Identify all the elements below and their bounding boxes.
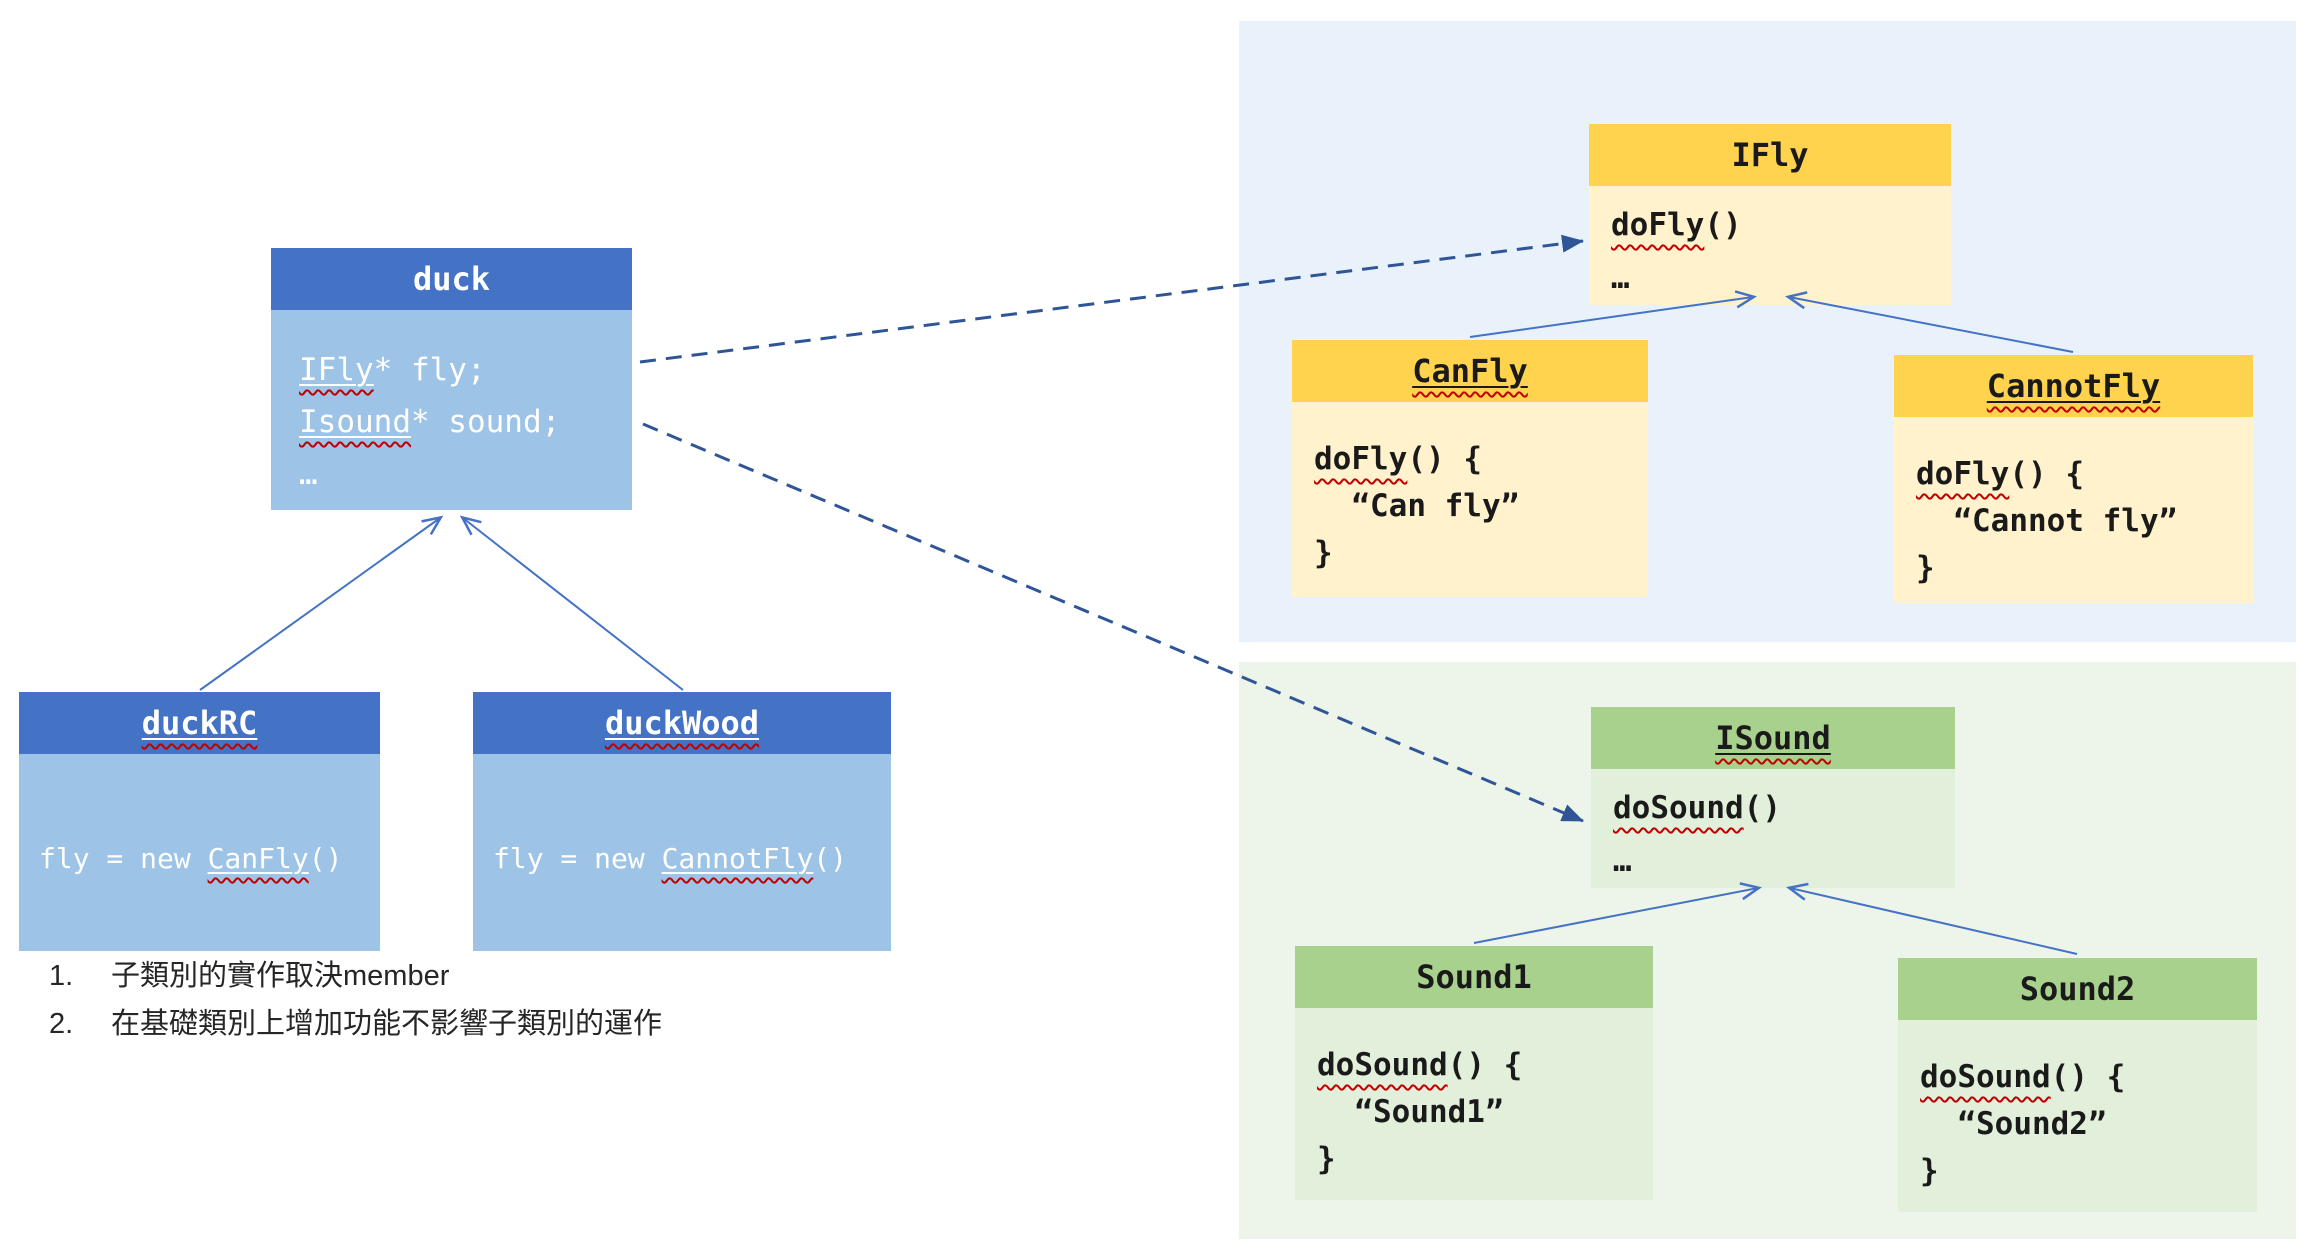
class-box-isound: ISound doSound() … <box>1591 707 1955 888</box>
code-line: “Can fly” <box>1314 488 1520 524</box>
code-line: doSound() { <box>1920 1059 2126 1095</box>
class-body-duckrc: fly = new CanFly() <box>19 754 380 951</box>
type-ref: CanFly <box>207 842 309 875</box>
class-title-sound1: Sound1 <box>1416 958 1532 996</box>
class-header-canfly: CanFly <box>1292 340 1648 402</box>
class-header-cannotfly: CannotFly <box>1894 355 2253 417</box>
class-header-ifly: IFly <box>1589 124 1951 186</box>
class-body-cannotfly: doFly() { “Cannot fly” } <box>1894 417 2253 603</box>
class-body-isound: doSound() … <box>1591 769 1955 888</box>
inheritance-arrow-duckrc-to-duck <box>199 518 440 691</box>
class-box-sound2: Sound2 doSound() { “Sound2” } <box>1898 958 2257 1212</box>
class-box-cannotfly: CannotFly doFly() { “Cannot fly” } <box>1894 355 2253 603</box>
code-line: “Sound2” <box>1920 1106 2107 1142</box>
code-line: doFly() <box>1611 207 1742 243</box>
class-box-duckwood: duckWood fly = new CannotFly() <box>473 692 891 951</box>
code-line: … <box>1613 843 1632 879</box>
code-line: “Sound1” <box>1317 1094 1504 1130</box>
note-text: 子類別的實作取決member <box>111 960 450 992</box>
class-title-isound: ISound <box>1715 719 1831 757</box>
class-body-canfly: doFly() { “Can fly” } <box>1292 402 1648 597</box>
inheritance-arrow-duckwood-to-duck <box>463 518 684 691</box>
class-box-duck: duck IFly* fly; Isound* sound; … <box>271 248 632 510</box>
code-line: … <box>299 456 318 492</box>
code-line: } <box>1920 1153 1939 1189</box>
code-line: doSound() <box>1613 790 1781 826</box>
class-box-ifly: IFly doFly() … <box>1589 124 1951 305</box>
class-title-ifly: IFly <box>1731 136 1809 174</box>
type-ref: IFly <box>299 352 374 388</box>
class-title-duckwood: duckWood <box>604 704 760 742</box>
method-name: doFly <box>1916 456 2010 492</box>
code-line: fly = new CannotFly() <box>493 842 848 875</box>
class-body-sound2: doSound() { “Sound2” } <box>1898 1020 2257 1212</box>
type-ref: Isound <box>299 404 411 440</box>
class-body-duck: IFly* fly; Isound* sound; … <box>271 310 632 510</box>
note-number: 2. <box>49 1008 74 1040</box>
code-line: … <box>1611 260 1630 296</box>
method-name: doFly <box>1314 441 1408 477</box>
class-title-duckrc: duckRC <box>141 704 258 742</box>
code-line: “Cannot fly” <box>1916 503 2178 539</box>
note-number: 1. <box>49 960 74 992</box>
code-line: doSound() { <box>1317 1047 1523 1083</box>
code-line: doFly() { <box>1916 456 2084 492</box>
method-name: doFly <box>1611 207 1705 243</box>
class-title-sound2: Sound2 <box>2019 970 2136 1008</box>
class-box-canfly: CanFly doFly() { “Can fly” } <box>1292 340 1648 597</box>
code-line: } <box>1916 550 1935 586</box>
class-body-ifly: doFly() … <box>1589 186 1951 305</box>
class-header-duck: duck <box>271 248 632 310</box>
note-item-2: 2. 在基礎類別上增加功能不影響子類別的運作 <box>49 1000 662 1048</box>
class-header-sound2: Sound2 <box>1898 958 2257 1020</box>
class-body-sound1: doSound() { “Sound1” } <box>1295 1008 1653 1200</box>
class-title-duck: duck <box>412 260 491 298</box>
class-box-sound1: Sound1 doSound() { “Sound1” } <box>1295 946 1653 1200</box>
method-name: doSound <box>1317 1047 1448 1083</box>
note-text: 在基礎類別上增加功能不影響子類別的運作 <box>111 1008 663 1040</box>
class-header-isound: ISound <box>1591 707 1955 769</box>
type-ref: CannotFly <box>661 842 814 875</box>
code-line: doFly() { <box>1314 441 1482 477</box>
notes-list: 1. 子類別的實作取決member 2. 在基礎類別上增加功能不影響子類別的運作 <box>49 952 662 1048</box>
code-line: fly = new CanFly() <box>39 842 343 875</box>
class-body-duckwood: fly = new CannotFly() <box>473 754 891 951</box>
code-line: IFly* fly; <box>299 352 486 388</box>
method-name: doSound <box>1613 790 1744 826</box>
code-line: } <box>1314 535 1333 571</box>
class-header-duckrc: duckRC <box>19 692 380 754</box>
code-line: } <box>1317 1141 1336 1177</box>
class-box-duckrc: duckRC fly = new CanFly() <box>19 692 380 951</box>
note-item-1: 1. 子類別的實作取決member <box>49 952 662 1000</box>
class-header-sound1: Sound1 <box>1295 946 1653 1008</box>
code-line: Isound* sound; <box>299 404 561 440</box>
class-header-duckwood: duckWood <box>473 692 891 754</box>
class-title-cannotfly: CannotFly <box>1986 367 2161 405</box>
method-name: doSound <box>1920 1059 2051 1095</box>
class-title-canfly: CanFly <box>1412 352 1528 390</box>
